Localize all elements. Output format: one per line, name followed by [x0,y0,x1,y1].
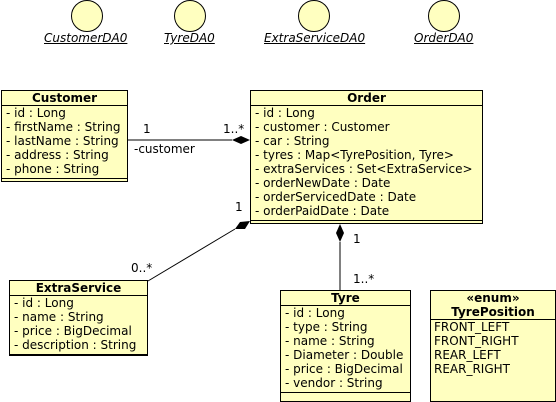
extraservice-class-name: ExtraService [10,281,147,296]
order-tyre-order-multiplicity: 1 [353,232,361,246]
customer-class-name: Customer [2,91,127,106]
customer-order-composition-diamond [232,136,250,144]
attribute: - orderPaidDate : Date [255,204,390,218]
tyre-dao-interface-icon [174,0,206,32]
extraservice-dao-label: ExtraServiceDA0 [264,31,366,45]
attribute: - price : BigDecimal [14,324,132,338]
customer-dao-label: CustomerDA0 [44,31,128,45]
order-dao-label: OrderDA0 [414,31,474,45]
attribute: - id : Long [14,296,74,310]
attribute: - firstName : String [6,120,121,134]
extraservice-attributes: - id : Long - name : String - price : Bi… [10,296,147,355]
extraservice-order-association [147,228,236,282]
attribute: - address : String [6,148,109,162]
enum-value: REAR_LEFT [434,348,501,362]
customer-dao-interface-icon [71,0,103,32]
attribute: - extraServices : Set<ExtraService> [255,162,473,176]
attribute: - name : String [285,334,375,348]
attribute: - phone : String [6,162,100,176]
extraservice-order-composition-diamond [235,221,250,229]
customer-role-label: -customer [134,142,195,156]
order-attributes: - id : Long - customer : Customer - car … [251,106,482,221]
tyreposition-values: FRONT_LEFT FRONT_RIGHT REAR_LEFT REAR_RI… [431,320,555,378]
attribute: - lastName : String [6,134,119,148]
tyreposition-enum-name: TyrePosition [431,305,555,320]
extraservice-dao-interface-icon [298,0,330,32]
attribute: - orderServicedDate : Date [255,190,417,204]
tyreposition-enum: «enum» TyrePosition FRONT_LEFT FRONT_RIG… [430,290,556,402]
tyre-end-multiplicity: 1..* [353,272,375,286]
attribute: - name : String [14,310,104,324]
tyre-class: Tyre - id : Long - type : String - name … [280,290,411,402]
customer-attributes: - id : Long - firstName : String - lastN… [2,106,127,179]
tyre-class-name: Tyre [281,291,410,306]
enum-stereotype: «enum» [466,291,520,305]
customer-class: Customer - id : Long - firstName : Strin… [1,90,128,182]
tyre-attributes: - id : Long - type : String - name : Str… [281,306,410,393]
tyre-order-composition-diamond [336,224,344,242]
attribute: - vendor : String [285,376,383,390]
tyre-dao-label: TyreDA0 [164,31,215,45]
enum-value: FRONT_RIGHT [434,334,519,348]
extraservice-class: ExtraService - id : Long - name : String… [9,280,148,356]
attribute: - type : String [285,320,368,334]
order-extraservice-order-multiplicity: 1 [235,200,243,214]
attribute: - description : String [14,338,137,352]
order-class-name: Order [251,91,482,106]
attribute: - id : Long [6,106,66,120]
attribute: - price : BigDecimal [285,362,403,376]
enum-value: FRONT_LEFT [434,320,510,334]
attribute: - Diameter : Double [285,348,404,362]
order-class: Order - id : Long - customer : Customer … [250,90,483,224]
order-dao-interface-icon [428,0,460,32]
attribute: - customer : Customer [255,120,390,134]
attribute: - id : Long [255,106,315,120]
attribute: - id : Long [285,306,345,320]
attribute: - tyres : Map<TyrePosition, Tyre> [255,148,454,162]
order-end-multiplicity: 1..* [223,122,245,136]
attribute: - car : String [255,134,330,148]
enum-value: REAR_RIGHT [434,362,510,376]
customer-end-multiplicity: 1 [143,122,151,136]
extraservice-end-multiplicity: 0..* [131,261,153,275]
attribute: - orderNewDate : Date [255,176,391,190]
